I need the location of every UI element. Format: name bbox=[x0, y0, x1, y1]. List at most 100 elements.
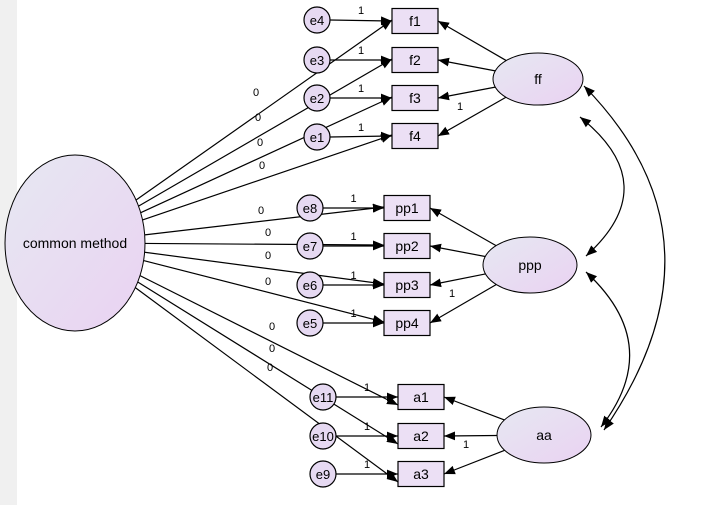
factor-path-ff-f1 bbox=[437, 20, 507, 62]
method-path-pp2 bbox=[144, 240, 385, 250]
indicator-label-pp3: pp3 bbox=[395, 277, 419, 293]
factor-fixed-coef-ppp: 1 bbox=[449, 288, 455, 300]
error-label-e1: e1 bbox=[310, 130, 324, 145]
factor-fixed-coef-aa: 1 bbox=[463, 439, 469, 451]
method-path-f2 bbox=[138, 58, 393, 207]
method-coef-pp1: 0 bbox=[258, 205, 264, 217]
indicator-box-f3[interactable]: f3 bbox=[391, 84, 439, 112]
indicator-box-pp1[interactable]: pp1 bbox=[383, 194, 431, 222]
error-coef-e5: 1 bbox=[350, 308, 356, 320]
error-label-e2: e2 bbox=[310, 91, 324, 106]
error-label-e3: e3 bbox=[310, 53, 324, 68]
factor-path-ppp-pp4 bbox=[429, 284, 497, 324]
indicator-box-a2[interactable]: a2 bbox=[397, 422, 445, 450]
factor-ff-node[interactable]: ff bbox=[492, 52, 584, 106]
indicator-label-a3: a3 bbox=[413, 466, 429, 482]
error-coef-e10: 1 bbox=[364, 421, 370, 433]
indicator-box-f4[interactable]: f4 bbox=[391, 122, 439, 150]
method-coef-pp4: 0 bbox=[265, 276, 271, 288]
factor-path-ff-f3 bbox=[437, 86, 496, 101]
factor-path-aa-a3 bbox=[443, 449, 505, 475]
error-node-e7[interactable]: e7 bbox=[296, 232, 324, 260]
indicator-label-pp2: pp2 bbox=[395, 238, 419, 254]
covariance-ff-aa bbox=[583, 85, 666, 431]
factor-path-ppp-pp3 bbox=[429, 273, 486, 288]
indicator-box-a1[interactable]: a1 bbox=[397, 383, 445, 411]
error-node-e9[interactable]: e9 bbox=[309, 460, 337, 488]
indicator-label-f3: f3 bbox=[409, 90, 421, 106]
indicator-box-f1[interactable]: f1 bbox=[391, 7, 439, 35]
factor-aa-label: aa bbox=[536, 427, 552, 443]
error-path-e4 bbox=[329, 16, 393, 26]
edges-layer bbox=[134, 16, 666, 483]
method-path-pp1 bbox=[144, 203, 385, 236]
method-coef-f1: 0 bbox=[253, 87, 259, 99]
error-node-e4[interactable]: e4 bbox=[303, 6, 331, 34]
method-coef-f4: 0 bbox=[259, 160, 265, 172]
error-node-e11[interactable]: e11 bbox=[309, 383, 337, 411]
method-path-pp4 bbox=[143, 259, 385, 324]
error-coef-e6: 1 bbox=[350, 270, 356, 282]
indicator-box-a3[interactable]: a3 bbox=[397, 460, 445, 488]
error-coef-e4: 1 bbox=[358, 5, 364, 17]
indicator-label-a1: a1 bbox=[413, 389, 429, 405]
error-node-e3[interactable]: e3 bbox=[303, 46, 331, 74]
indicator-box-f2[interactable]: f2 bbox=[391, 46, 439, 74]
error-coef-e7: 1 bbox=[350, 231, 356, 243]
factor-path-ppp-pp2 bbox=[429, 243, 486, 258]
method-coef-a3: 0 bbox=[267, 362, 273, 374]
error-label-e6: e6 bbox=[303, 278, 317, 293]
factor-ppp-node[interactable]: ppp bbox=[482, 236, 578, 294]
factor-aa-node[interactable]: aa bbox=[496, 406, 592, 464]
error-coef-e8: 1 bbox=[350, 193, 356, 205]
method-path-f4 bbox=[142, 134, 393, 221]
indicator-box-pp4[interactable]: pp4 bbox=[383, 309, 431, 337]
error-label-e11: e11 bbox=[313, 390, 334, 405]
error-coef-e3: 1 bbox=[358, 45, 364, 57]
error-node-e1[interactable]: e1 bbox=[303, 123, 331, 151]
method-coef-f2: 0 bbox=[255, 112, 261, 124]
factor-path-ppp-pp1 bbox=[429, 207, 497, 247]
error-coef-e1: 1 bbox=[358, 122, 364, 134]
factor-path-ff-f4 bbox=[437, 96, 507, 137]
error-node-e8[interactable]: e8 bbox=[296, 194, 324, 222]
error-label-e8: e8 bbox=[303, 201, 317, 216]
error-node-e10[interactable]: e10 bbox=[309, 422, 337, 450]
indicator-label-f2: f2 bbox=[409, 52, 421, 68]
common-method-node[interactable]: common method bbox=[4, 154, 146, 332]
indicator-box-pp3[interactable]: pp3 bbox=[383, 271, 431, 299]
indicator-box-pp2[interactable]: pp2 bbox=[383, 232, 431, 260]
method-path-f1 bbox=[135, 19, 393, 201]
method-path-a1 bbox=[139, 275, 399, 406]
method-path-a2 bbox=[137, 281, 399, 445]
indicator-label-a2: a2 bbox=[413, 428, 429, 444]
error-coef-e2: 1 bbox=[358, 83, 364, 95]
covariance-ff-ppp bbox=[579, 116, 625, 257]
factor-ppp-label: ppp bbox=[518, 257, 542, 273]
method-coef-pp3: 0 bbox=[265, 250, 271, 262]
covariance-ppp-aa bbox=[585, 271, 631, 428]
factor-ff-label: ff bbox=[534, 71, 542, 87]
indicator-label-f4: f4 bbox=[409, 128, 421, 144]
method-coef-pp2: 0 bbox=[265, 227, 271, 239]
method-path-pp3 bbox=[144, 251, 385, 287]
method-path-a3 bbox=[134, 287, 399, 483]
error-label-e4: e4 bbox=[310, 13, 324, 28]
error-label-e10: e10 bbox=[312, 429, 334, 444]
common-method-label: common method bbox=[23, 235, 127, 251]
error-label-e5: e5 bbox=[303, 316, 317, 331]
error-label-e7: e7 bbox=[303, 239, 317, 254]
error-node-e2[interactable]: e2 bbox=[303, 84, 331, 112]
error-coef-e9: 1 bbox=[364, 459, 370, 471]
error-coef-e11: 1 bbox=[364, 382, 370, 394]
factor-path-aa-a1 bbox=[443, 396, 505, 421]
factor-fixed-coef-ff: 1 bbox=[457, 101, 463, 113]
error-node-e5[interactable]: e5 bbox=[296, 309, 324, 337]
error-path-e1 bbox=[329, 131, 393, 141]
factor-path-ff-f2 bbox=[437, 57, 496, 72]
error-label-e9: e9 bbox=[316, 467, 330, 482]
method-coef-a2: 0 bbox=[269, 343, 275, 355]
error-node-e6[interactable]: e6 bbox=[296, 271, 324, 299]
method-coef-f3: 0 bbox=[257, 137, 263, 149]
